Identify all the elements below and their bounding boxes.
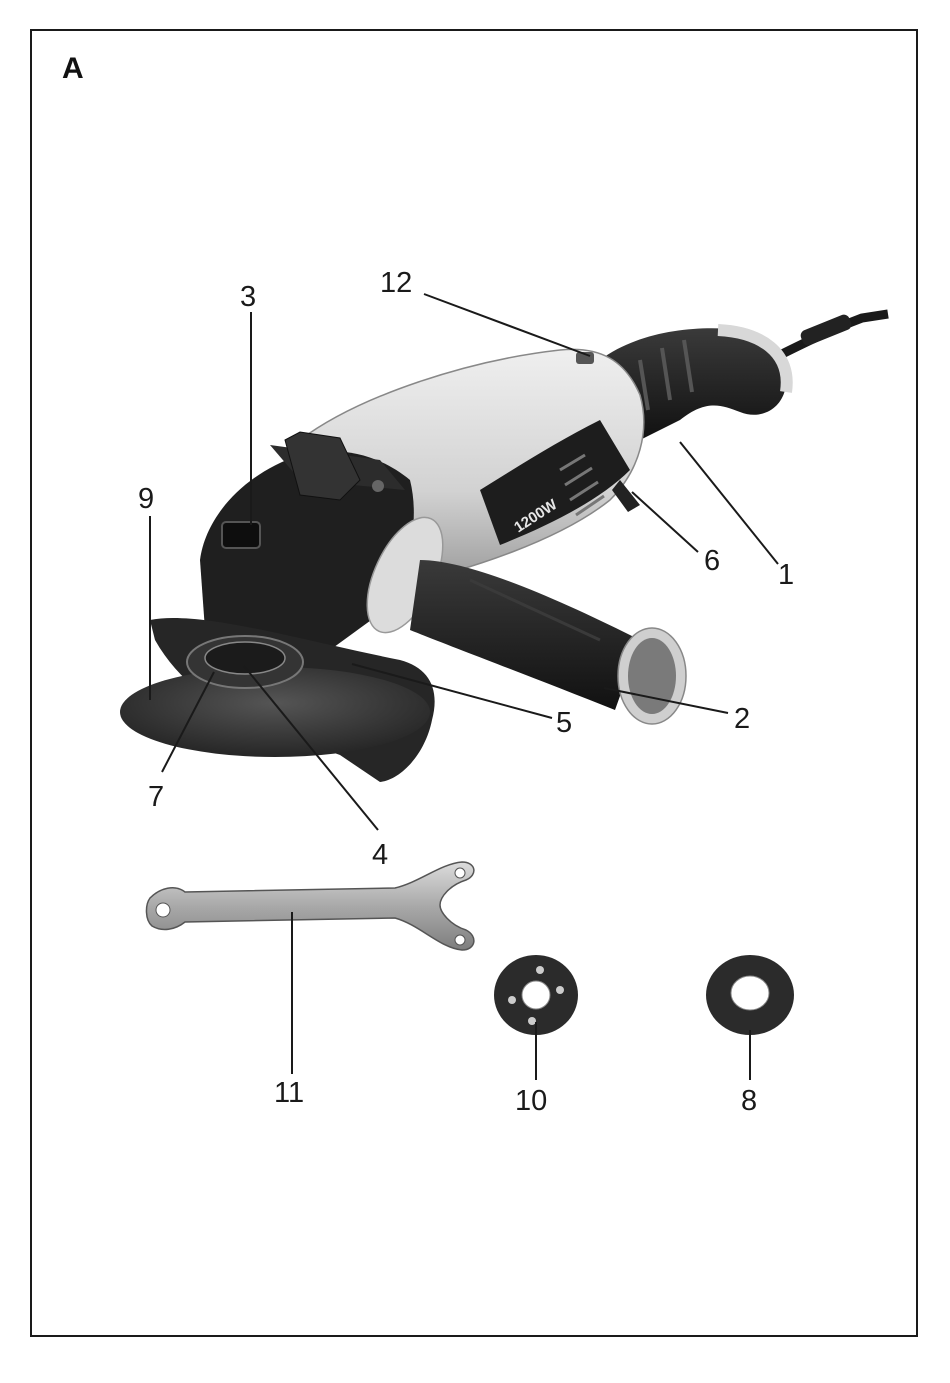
leader-12 [424,294,590,356]
leader-6 [632,492,698,552]
callout-3: 3 [240,281,256,313]
callout-7: 7 [148,781,164,813]
spindle-lock-button [222,522,260,548]
callout-2: 2 [734,703,750,735]
cord-sleeve [799,313,853,347]
callout-1: 1 [778,559,794,591]
callout-5: 5 [556,707,572,739]
leader-1 [680,442,778,564]
callout-8: 8 [741,1085,757,1117]
callout-6: 6 [704,545,720,577]
callout-4: 4 [372,839,388,871]
spanner [146,862,473,950]
callout-12: 12 [380,267,412,299]
callout-10: 10 [515,1085,547,1117]
callout-11: 11 [274,1077,304,1109]
callout-9: 9 [138,483,154,515]
